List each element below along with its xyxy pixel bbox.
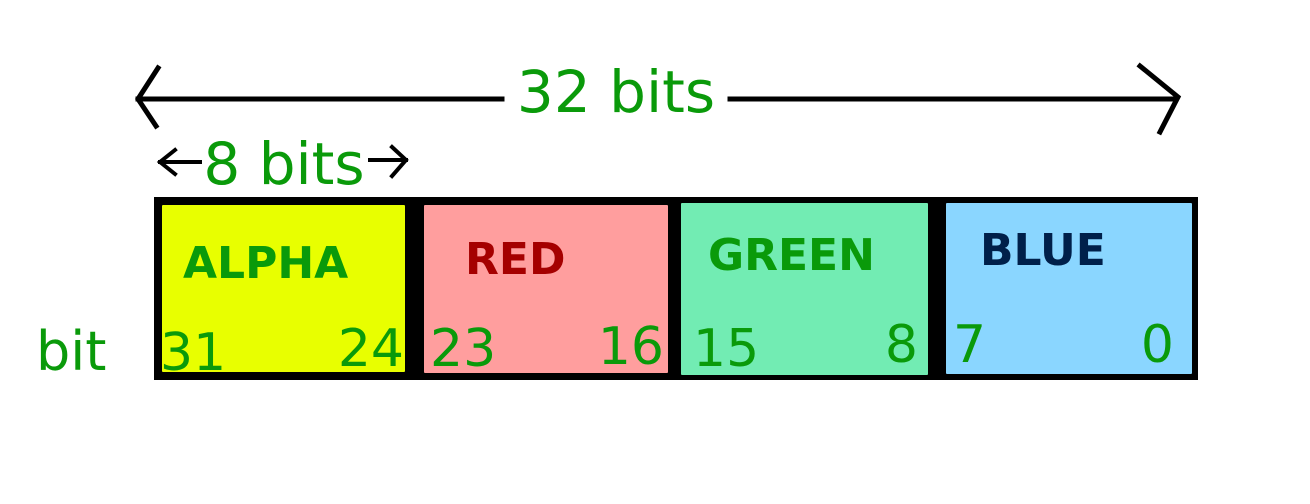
- field-blue: BLUE 7 0: [942, 199, 1196, 378]
- field-red: RED 23 16: [420, 201, 672, 379]
- field-alpha-box: [158, 201, 409, 376]
- field-red-high-bit: 23: [430, 319, 496, 379]
- total-width-arrow-left-head: [135, 64, 162, 130]
- field-width-label: 8 bits: [203, 130, 364, 198]
- field-blue-name: BLUE: [980, 225, 1106, 276]
- field-width-arrow-left-head: [156, 147, 178, 177]
- field-green: GREEN 15 8: [677, 199, 932, 379]
- total-width-arrow-right-head: [1136, 62, 1182, 136]
- field-green-name: GREEN: [708, 230, 875, 281]
- field-width-arrow: [156, 144, 409, 179]
- field-alpha-low-bit: 24: [338, 319, 404, 379]
- total-width-label: 32 bits: [517, 58, 715, 126]
- field-blue-low-bit: 0: [1141, 315, 1174, 375]
- field-green-box: [677, 199, 932, 379]
- field-width-arrow-right-head: [389, 144, 409, 179]
- field-red-name: RED: [465, 234, 565, 285]
- field-blue-high-bit: 7: [953, 315, 986, 375]
- field-red-box: [420, 201, 672, 377]
- field-blue-box: [942, 199, 1196, 378]
- bit-axis-label: bit: [36, 320, 106, 383]
- total-width-arrow: [135, 62, 1182, 136]
- field-alpha: ALPHA 31 24: [158, 201, 409, 383]
- field-green-low-bit: 8: [885, 315, 918, 375]
- field-red-low-bit: 16: [598, 317, 664, 377]
- field-alpha-high-bit: 31: [160, 323, 226, 383]
- field-green-high-bit: 15: [693, 319, 759, 379]
- field-alpha-name: ALPHA: [183, 238, 348, 289]
